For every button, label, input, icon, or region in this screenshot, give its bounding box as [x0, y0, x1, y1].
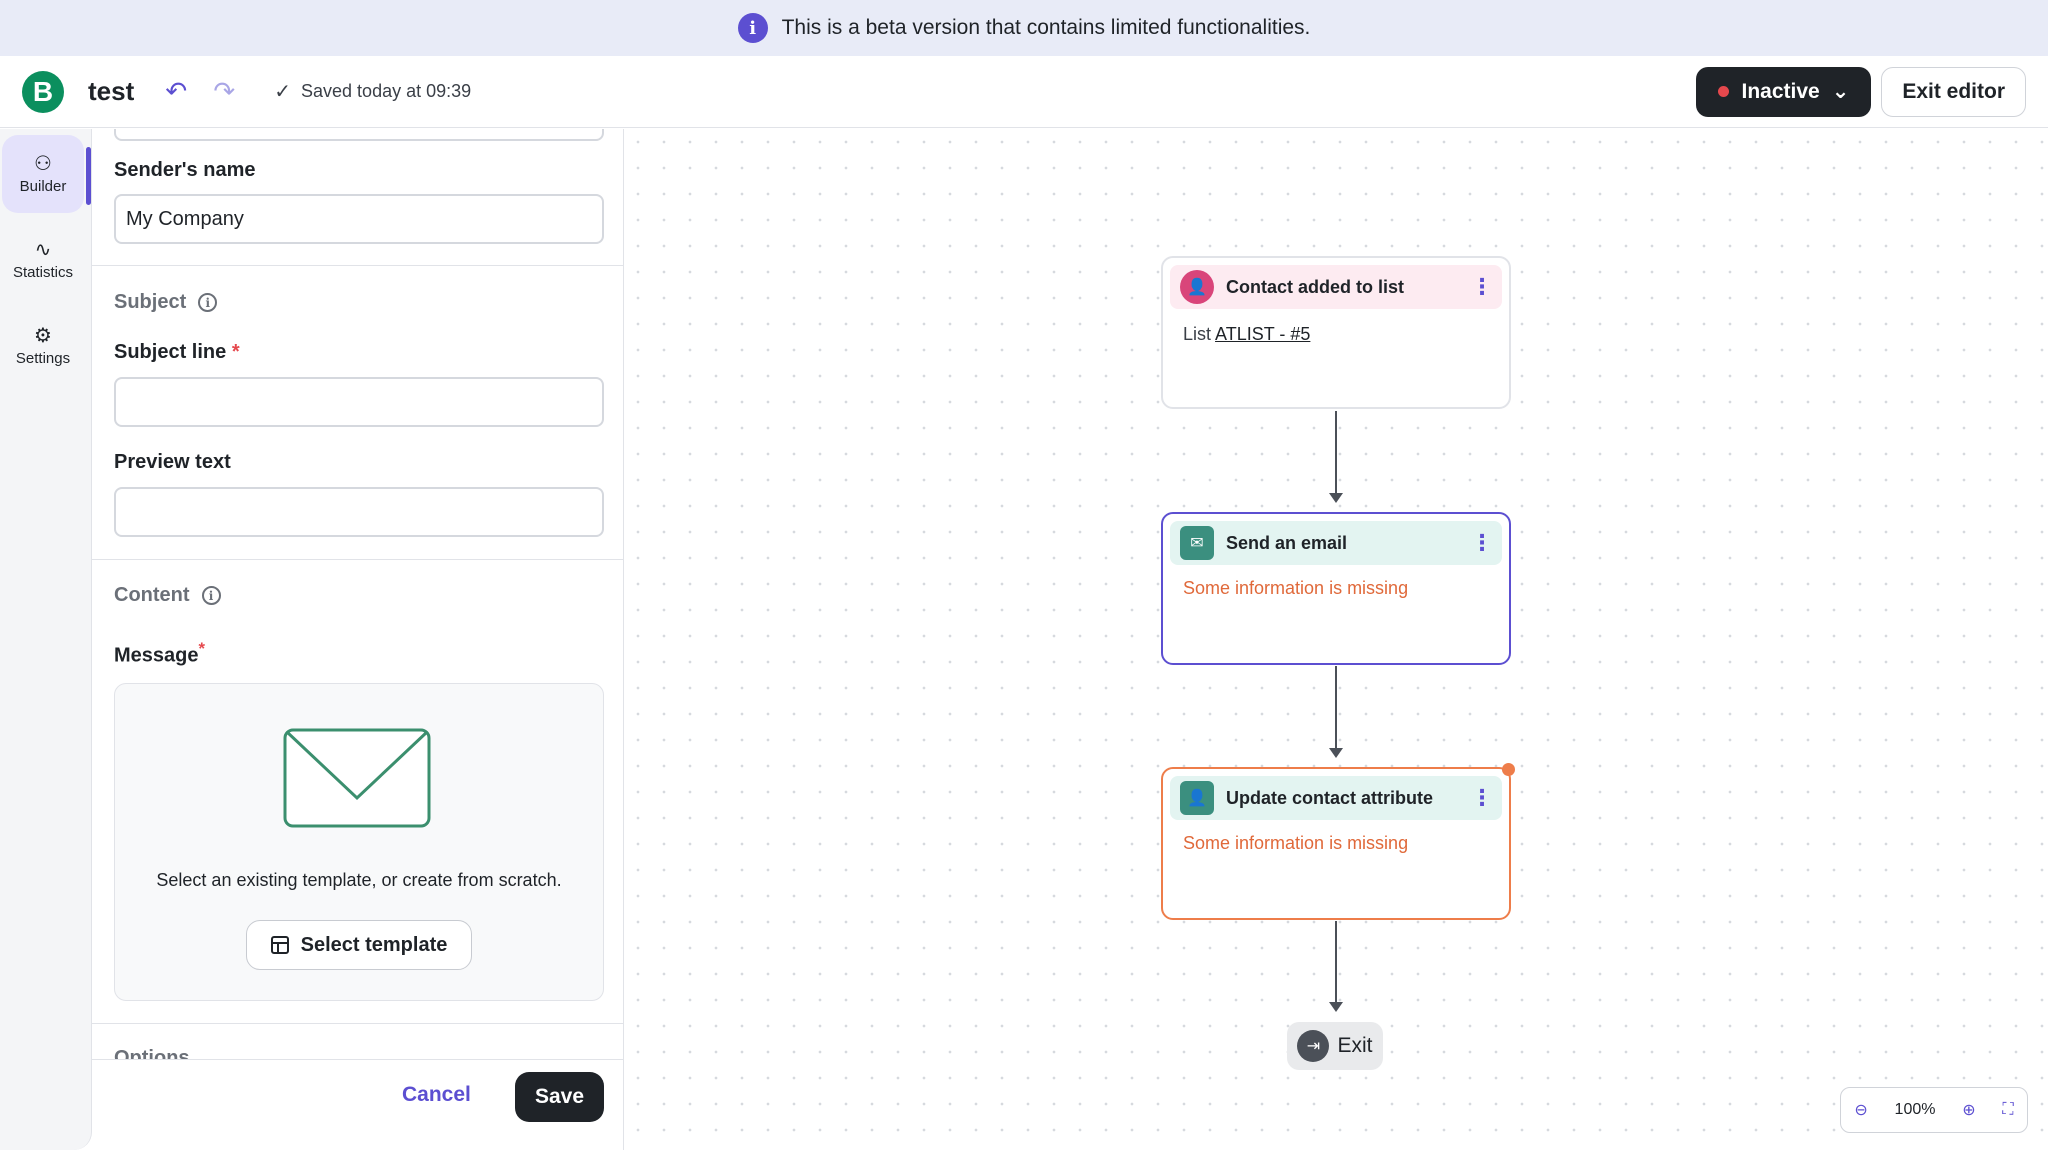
nav-settings-label: Settings: [15, 349, 71, 367]
send-email-node[interactable]: ✉ Send an email ⋮ Some information is mi…: [1161, 512, 1511, 665]
subject-line-input[interactable]: [114, 377, 604, 427]
save-status-text: Saved today at 09:39: [301, 81, 472, 101]
workflow-canvas[interactable]: 👤 Contact added to list ⋮ List ATLIST - …: [625, 129, 2048, 1150]
node-title: Update contact attribute: [1226, 787, 1434, 808]
required-marker: *: [231, 341, 240, 363]
exit-icon: ⇥: [1297, 1030, 1330, 1062]
error-indicator-icon: [1502, 763, 1515, 776]
connector-line: [1335, 666, 1337, 750]
node-header: ✉ Send an email ⋮: [1170, 521, 1502, 565]
settings-icon: ⚙: [34, 324, 52, 347]
zoom-level: 100%: [1894, 1101, 1936, 1118]
check-icon: ✓: [274, 81, 292, 103]
sender-name-label: Sender's name: [114, 159, 256, 181]
info-icon: i: [737, 13, 768, 43]
panel-footer: Cancel Save: [92, 1059, 623, 1150]
arrow-down-icon: [1329, 493, 1343, 503]
beta-banner: i This is a beta version that contains l…: [0, 0, 2048, 56]
statistics-icon: ∿: [34, 238, 52, 261]
node-warning: Some information is missing: [1183, 578, 1409, 598]
nav-statistics-label: Statistics: [12, 263, 73, 281]
arrow-down-icon: [1329, 748, 1343, 758]
select-template-label: Select template: [300, 933, 448, 956]
node-title: Send an email: [1226, 532, 1348, 553]
preview-text-input[interactable]: [114, 487, 604, 537]
update-attribute-node[interactable]: 👤 Update contact attribute ⋮ Some inform…: [1161, 763, 1515, 920]
subject-line-label: Subject line *: [114, 341, 240, 364]
active-nav-indicator: [86, 147, 91, 205]
cancel-button[interactable]: Cancel: [402, 1083, 471, 1106]
more-options-icon[interactable]: ⋮: [1471, 530, 1493, 555]
message-label-text: Message: [114, 644, 199, 667]
message-hint: Select an existing template, or create f…: [156, 870, 562, 890]
envelope-icon: [283, 728, 431, 828]
required-marker: *: [198, 639, 205, 658]
builder-icon: ⚇: [34, 152, 52, 175]
section-divider: [92, 265, 623, 266]
more-options-icon[interactable]: ⋮: [1471, 274, 1493, 299]
message-template-box: Select an existing template, or create f…: [114, 683, 604, 1001]
list-link[interactable]: ATLIST - #5: [1215, 324, 1311, 344]
exit-node[interactable]: ⇥ Exit: [1287, 1022, 1383, 1070]
fit-screen-icon[interactable]: ⛶: [2002, 1101, 2014, 1118]
nav-settings[interactable]: ⚙ Settings: [2, 307, 84, 385]
zoom-out-icon[interactable]: ⊖: [1854, 1102, 1868, 1119]
connector-line: [1335, 411, 1337, 495]
save-status: ✓ Saved today at 09:39: [274, 79, 471, 104]
content-section-label: Content: [114, 584, 190, 606]
previous-field-input[interactable]: [114, 129, 604, 141]
inactive-dot-icon: [1718, 86, 1730, 97]
subject-line-label-text: Subject line: [114, 341, 227, 363]
trigger-node[interactable]: 👤 Contact added to list ⋮ List ATLIST - …: [1161, 256, 1511, 409]
zoom-controls: ⊖ 100% ⊕ ⛶: [1840, 1087, 2028, 1133]
save-button[interactable]: Save: [515, 1072, 604, 1122]
content-section-title: Content i: [114, 584, 221, 607]
connector-line: [1335, 921, 1337, 1004]
section-divider: [92, 1023, 623, 1024]
preview-text-label: Preview text: [114, 451, 231, 473]
exit-label: Exit: [1337, 1034, 1373, 1057]
user-edit-icon: 👤: [1180, 781, 1214, 815]
node-warning: Some information is missing: [1183, 833, 1409, 853]
chevron-down-icon: ⌄: [1831, 80, 1850, 103]
node-header: 👤 Update contact attribute ⋮: [1170, 776, 1502, 820]
list-prefix: List: [1183, 324, 1212, 344]
sender-name-input[interactable]: My Company: [114, 194, 604, 244]
status-label: Inactive: [1741, 79, 1820, 103]
status-dropdown[interactable]: Inactive ⌄: [1696, 66, 1872, 117]
exit-editor-button[interactable]: Exit editor: [1881, 66, 2026, 117]
node-body: List ATLIST - #5: [1183, 324, 1310, 345]
brand-logo[interactable]: B: [22, 70, 64, 113]
more-options-icon[interactable]: ⋮: [1471, 785, 1493, 810]
select-template-button[interactable]: Select template: [246, 920, 472, 970]
nav-statistics[interactable]: ∿ Statistics: [2, 221, 84, 299]
redo-icon[interactable]: ↷: [213, 76, 236, 106]
section-divider: [92, 559, 623, 560]
info-icon[interactable]: i: [198, 293, 218, 312]
message-label: Message*: [114, 639, 205, 668]
email-icon: ✉: [1180, 526, 1214, 560]
email-settings-panel: Sender's name My Company Subject i Subje…: [92, 129, 624, 1150]
info-icon[interactable]: i: [201, 586, 221, 605]
nav-builder-label: Builder: [19, 177, 67, 195]
arrow-down-icon: [1329, 1002, 1343, 1012]
editor-header: B test ↶ ↷ ✓ Saved today at 09:39 Inacti…: [0, 56, 2048, 128]
contact-added-icon: 👤: [1180, 270, 1214, 304]
node-header: 👤 Contact added to list ⋮: [1170, 265, 1502, 309]
node-title: Contact added to list: [1226, 276, 1405, 297]
beta-banner-text: This is a beta version that contains lim…: [781, 16, 1311, 39]
workflow-title[interactable]: test: [88, 76, 135, 106]
template-icon: [270, 936, 289, 954]
side-navigation: ⚇ Builder ∿ Statistics ⚙ Settings: [0, 129, 92, 1150]
undo-icon[interactable]: ↶: [165, 76, 188, 106]
zoom-in-icon[interactable]: ⊕: [1962, 1102, 1976, 1119]
subject-section-label: Subject: [114, 291, 187, 313]
subject-section-title: Subject i: [114, 291, 218, 314]
nav-builder[interactable]: ⚇ Builder: [2, 135, 84, 213]
